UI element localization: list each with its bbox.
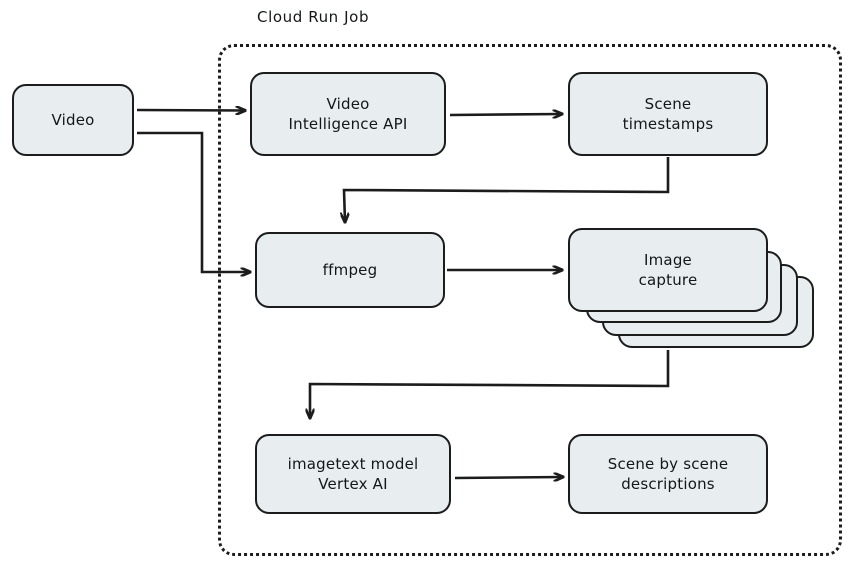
node-image-capture-label: Image capture — [627, 250, 710, 291]
node-scene-descriptions-line1: Scene by scene — [607, 454, 729, 473]
node-image-capture-line1: Image — [644, 250, 692, 269]
node-video-intelligence-api-line2: Intelligence API — [288, 115, 408, 133]
edge-video-intelligence-api-to-scene-timestamps — [449, 114, 562, 115]
node-scene-timestamps-label: Scene timestamps — [611, 94, 726, 135]
cloud-run-job-title: Cloud Run Job — [257, 8, 370, 26]
node-scene-descriptions[interactable]: Scene by scene descriptions — [568, 434, 768, 514]
edge-imagetext-model-to-scene-descriptions — [454, 477, 563, 478]
node-imagetext-model-line2: Vertex AI — [318, 475, 388, 493]
cloud-run-job-container — [218, 44, 842, 556]
node-imagetext-model[interactable]: imagetext model Vertex AI — [255, 434, 451, 514]
node-imagetext-model-line1: imagetext model — [287, 454, 419, 473]
node-video-intelligence-api-label: Video Intelligence API — [277, 94, 420, 135]
edge-video-to-ffmpeg — [137, 131, 250, 272]
node-ffmpeg[interactable]: ffmpeg — [255, 232, 445, 308]
node-image-capture[interactable]: Image capture — [568, 228, 768, 312]
node-video-intelligence-api[interactable]: Video Intelligence API — [250, 72, 446, 156]
node-video-label: Video — [51, 110, 95, 129]
node-scene-timestamps[interactable]: Scene timestamps — [568, 72, 768, 156]
node-imagetext-model-label: imagetext model Vertex AI — [276, 454, 431, 495]
edge-video-to-video-intelligence-api — [136, 110, 245, 111]
node-scene-descriptions-label: Scene by scene descriptions — [596, 454, 741, 495]
node-video[interactable]: Video — [12, 84, 134, 156]
node-video-intelligence-api-line1: Video — [326, 94, 370, 113]
node-scene-descriptions-line2: descriptions — [621, 475, 715, 493]
node-scene-timestamps-line1: Scene — [644, 94, 692, 113]
node-scene-timestamps-line2: timestamps — [622, 115, 714, 133]
edge-image-capture-to-imagetext-model — [310, 350, 670, 418]
node-ffmpeg-label: ffmpeg — [322, 260, 378, 279]
node-image-capture-line2: capture — [638, 271, 698, 289]
edge-scene-timestamps-to-ffmpeg — [344, 157, 670, 222]
